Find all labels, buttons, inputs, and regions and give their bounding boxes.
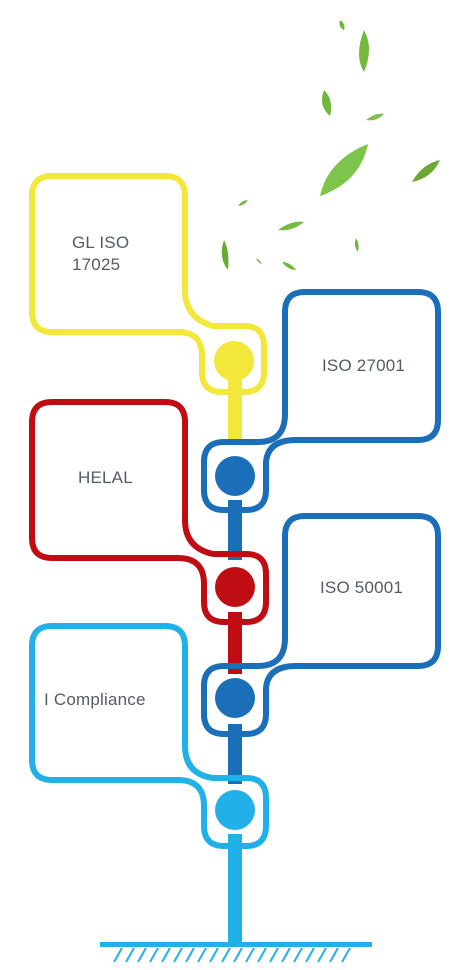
stem-segment-blue xyxy=(228,500,242,560)
leaf-icon xyxy=(366,113,384,121)
node-iso-27001-label: ISO 27001 xyxy=(322,355,405,377)
node-i-compliance-outline xyxy=(29,623,269,849)
stem-group xyxy=(228,380,242,944)
leaf-icon xyxy=(322,90,332,116)
node-iso-27001-dot xyxy=(215,456,255,496)
node-iso-50001-label: ISO 50001 xyxy=(320,577,403,599)
node-gl-iso-outline xyxy=(29,173,267,395)
node-iso-50001-label-line1: ISO 50001 xyxy=(320,578,404,597)
leaves-group xyxy=(221,20,440,270)
leaf-icon xyxy=(282,262,296,270)
node-gl-iso-label-line2: 17025 xyxy=(72,255,121,274)
node-iso-27001 xyxy=(201,289,441,513)
node-helal-dot xyxy=(215,567,255,607)
node-helal-label-line1: HELAL xyxy=(78,468,133,487)
node-gl-iso-label: GL ISO 17025 xyxy=(72,232,129,276)
node-iso-27001-label-line1: ISO 27001 xyxy=(322,356,406,375)
leaf-icon xyxy=(354,238,359,252)
ground-group xyxy=(100,942,372,963)
leaf-icon xyxy=(238,200,248,206)
node-helal-outline xyxy=(29,399,269,625)
leaf-icon xyxy=(320,144,368,196)
node-gl-iso-label-line1: GL ISO xyxy=(72,233,130,252)
node-iso-50001-outline xyxy=(201,513,441,737)
stem-segment-cyan xyxy=(228,834,242,944)
leaf-icon xyxy=(278,221,304,231)
node-gl-iso xyxy=(29,173,267,395)
ground-hatch xyxy=(113,947,351,963)
ground-line xyxy=(100,942,372,947)
node-i-compliance-label-line1: I Compliance xyxy=(44,690,146,709)
node-helal xyxy=(29,399,269,625)
node-helal-label: HELAL xyxy=(78,467,133,489)
leaf-icon xyxy=(412,160,440,182)
node-iso-50001 xyxy=(201,513,441,737)
node-i-compliance xyxy=(29,623,269,849)
leaf-icon xyxy=(221,240,229,270)
node-gl-iso-dot xyxy=(214,341,254,381)
node-i-compliance-label: I Compliance xyxy=(44,689,146,711)
stem-segment-blue-lower xyxy=(228,724,242,784)
node-iso-27001-outline xyxy=(201,289,441,513)
node-i-compliance-dot xyxy=(215,790,255,830)
stem-segment-red xyxy=(228,612,242,674)
leaf-icon xyxy=(359,30,369,72)
leaf-icon xyxy=(256,258,262,264)
node-iso-50001-dot xyxy=(215,678,255,718)
leaf-icon xyxy=(339,20,345,30)
